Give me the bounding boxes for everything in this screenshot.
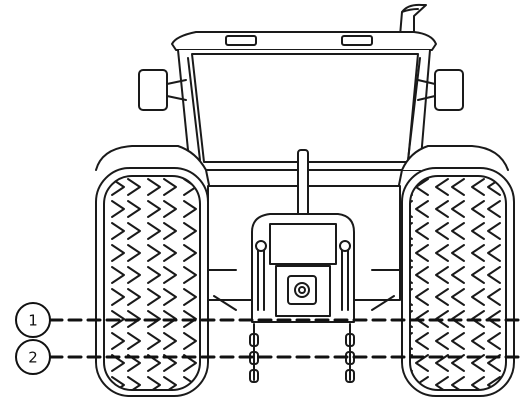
cab-roof xyxy=(171,31,437,51)
rear-wheel-icon xyxy=(401,167,515,397)
callout-1-label: 1 xyxy=(28,312,38,330)
right-fender xyxy=(393,145,509,211)
pto-shaft-icon xyxy=(287,275,317,305)
hitch-frame xyxy=(251,213,355,323)
rear-window xyxy=(191,53,419,163)
callout-2: 2 xyxy=(15,339,51,375)
rear-wheel-icon xyxy=(95,167,209,397)
work-light-left xyxy=(225,35,257,46)
work-light-right xyxy=(341,35,373,46)
callout-2-label: 2 xyxy=(28,349,38,367)
lift-arm-left xyxy=(249,240,267,383)
callout-1: 1 xyxy=(15,302,51,338)
mirror-icon xyxy=(417,69,464,111)
mirror-icon xyxy=(138,69,187,111)
